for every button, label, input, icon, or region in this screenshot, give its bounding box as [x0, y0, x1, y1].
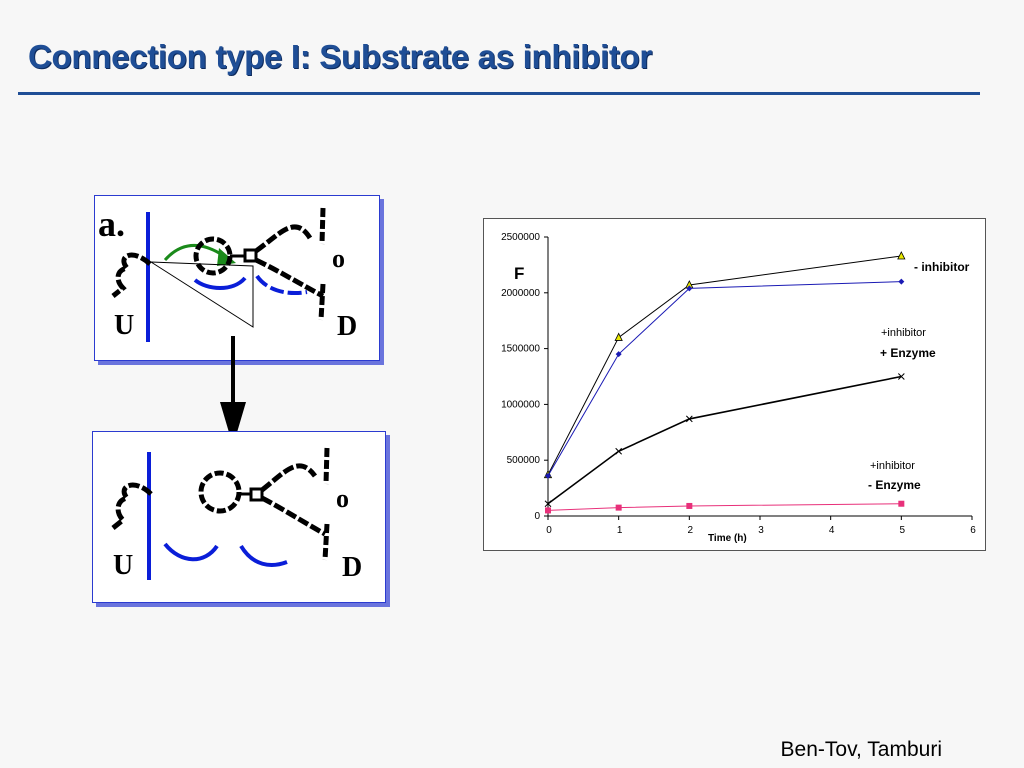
x-tick-label: 5: [900, 525, 906, 536]
data-point: [685, 415, 693, 423]
fluorescence-chart: 0 500000 1000000 1500000 2000000 2500000 0 1 2 3…: [483, 218, 986, 551]
x-tick-label: 1: [617, 525, 623, 536]
label-o-a: o: [332, 244, 345, 273]
linkage-box: [243, 248, 258, 263]
strand-fragment-left: [193, 276, 247, 290]
y-tick-label: 0: [534, 511, 540, 522]
annotation-minus-inhibitor: - inhibitor: [914, 260, 970, 274]
upper-stem-b: [323, 447, 330, 485]
data-point: [615, 447, 623, 455]
data-point: [615, 351, 622, 358]
data-point: [686, 502, 693, 509]
label-d-a: D: [337, 311, 357, 342]
data-point: [614, 332, 623, 341]
x-tick-label: 3: [758, 525, 764, 536]
y-tick-label: 2500000: [501, 232, 540, 243]
data-point: [686, 285, 693, 292]
label-d-b: D: [342, 552, 362, 583]
series-line: [547, 255, 902, 475]
slide-title: Connection type I: Substrate as inhibito…: [28, 38, 652, 75]
released-fragment-right: [239, 544, 288, 567]
u-group-shape-b: [111, 482, 153, 530]
y-tick-label: 500000: [507, 455, 541, 466]
x-ticks-group: 0 1 2 3 4 5 6: [546, 516, 976, 536]
author-credit: Ben-Tov, Tamburi: [780, 738, 942, 761]
annotation-minus-enzyme: - Enzyme: [868, 478, 921, 492]
series-group: [543, 251, 906, 514]
x-tick-label: 6: [970, 525, 976, 536]
series-2: [544, 373, 905, 508]
series-1: [545, 278, 905, 479]
x-tick-label: 2: [688, 525, 694, 536]
label-u-a: U: [114, 310, 134, 341]
annotation-plus-inhibitor-1: +inhibitor: [881, 327, 926, 339]
series-0: [543, 251, 906, 479]
schematic-panel-b: o U D: [92, 431, 386, 603]
data-point: [898, 278, 905, 285]
lower-arm-shape: [254, 257, 325, 299]
data-point: [544, 500, 552, 508]
series-line: [547, 281, 902, 477]
lower-stem: [318, 283, 326, 321]
lower-arm-shape-b: [260, 495, 327, 537]
lower-stem-b: [322, 523, 330, 561]
data-point: [897, 251, 906, 260]
title-divider: [18, 92, 980, 95]
upper-arm-shape: [254, 224, 313, 254]
x-tick-label: 4: [829, 525, 835, 536]
series-3: [545, 500, 905, 514]
transition-down-arrow-icon: [220, 336, 246, 446]
schematic-b-drawing: o U D: [111, 447, 362, 583]
x-axis-label: Time (h): [708, 533, 747, 544]
strand-fragment-right: [255, 274, 308, 295]
panel-label-a: a.: [98, 204, 125, 244]
y-axis-label: F: [514, 264, 524, 283]
series-line: [547, 375, 902, 505]
label-u-b: U: [113, 550, 133, 581]
label-o-b: o: [336, 484, 349, 513]
schematic-panel-a: a. o U D: [94, 195, 380, 361]
ring-shape-b: [198, 470, 242, 514]
triangle-outline: [149, 261, 254, 328]
upper-arm-shape-b: [260, 463, 318, 492]
released-fragment-left: [163, 542, 219, 562]
upper-stem: [319, 207, 326, 245]
data-point: [897, 373, 905, 380]
data-point: [898, 500, 905, 507]
schematic-a-drawing: a. o U D: [98, 204, 357, 342]
y-tick-label: 1000000: [501, 399, 540, 410]
series-line: [547, 503, 902, 511]
annotation-plus-inhibitor-2: +inhibitor: [870, 460, 915, 472]
u-group-shape: [111, 252, 152, 298]
data-point: [615, 504, 622, 511]
data-point: [545, 472, 551, 479]
y-tick-label: 1500000: [501, 344, 540, 355]
annotation-plus-enzyme: + Enzyme: [880, 346, 936, 360]
chart-plot: 0 500000 1000000 1500000 2000000 2500000 0 1 2 3…: [501, 232, 976, 544]
y-tick-label: 2000000: [501, 288, 540, 299]
y-ticks-group: 0 500000 1000000 1500000 2000000 2500000: [501, 232, 548, 522]
data-point: [545, 507, 551, 514]
x-tick-label: 0: [546, 525, 552, 536]
linkage-box-b: [249, 487, 264, 502]
